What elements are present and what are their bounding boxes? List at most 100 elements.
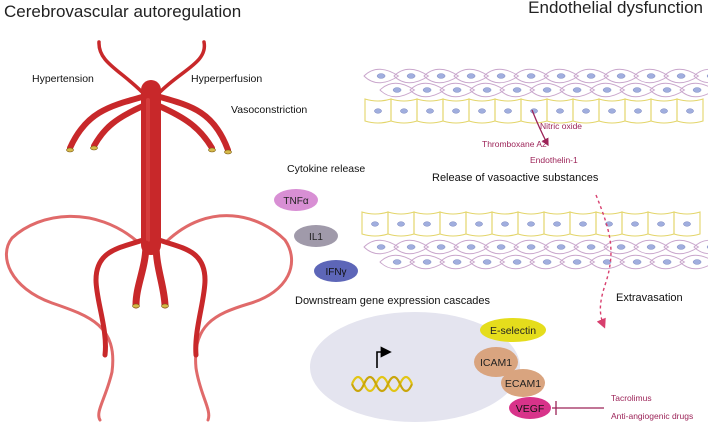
cell-nucleus xyxy=(406,73,416,79)
endothelial-cell xyxy=(439,254,476,270)
cell-nucleus xyxy=(466,244,476,250)
cell-nucleus xyxy=(634,108,642,114)
endothelial-cell xyxy=(649,254,686,270)
cell-nucleus xyxy=(556,108,564,114)
tacrolimus-label: Tacrolimus xyxy=(611,393,652,403)
endothelial-cell xyxy=(603,68,640,84)
cell-nucleus xyxy=(631,221,639,227)
vasoactive-arrow xyxy=(531,109,549,147)
right-upper-branch xyxy=(157,94,231,153)
cell-nucleus xyxy=(392,259,402,265)
endothelial-cell xyxy=(589,254,626,270)
endothelial-cell xyxy=(693,68,708,84)
cell-nucleus xyxy=(374,108,382,114)
anti-angiogenic-label: Anti-angiogenic drugs xyxy=(611,411,693,421)
cell-nucleus xyxy=(406,244,416,250)
endothelial-cell xyxy=(603,239,640,255)
cell-nucleus xyxy=(608,108,616,114)
endothelial-cell xyxy=(619,82,656,98)
gene-cascade-heading: Downstream gene expression cascades xyxy=(295,295,491,307)
vegf-label: VEGF xyxy=(516,403,545,415)
endothelial-cell xyxy=(363,239,400,255)
left-leg-inner xyxy=(132,240,150,309)
endothelial-cell xyxy=(513,239,550,255)
cell-nucleus xyxy=(526,73,536,79)
cell-nucleus xyxy=(662,87,672,93)
endothelin-label: Endothelin-1 xyxy=(530,155,578,165)
cell-nucleus xyxy=(452,259,462,265)
cell-nucleus xyxy=(556,73,566,79)
hypertension-label: Hypertension xyxy=(32,73,94,85)
artery-tree xyxy=(4,40,294,422)
endothelial-cell xyxy=(439,82,476,98)
extravasation-arrow xyxy=(595,194,612,329)
cell-nucleus xyxy=(496,244,506,250)
endothelial-cell xyxy=(423,68,460,84)
endothelial-cell xyxy=(453,68,490,84)
cell-nucleus xyxy=(586,73,596,79)
cell-nucleus xyxy=(530,108,538,114)
right-leg-inner xyxy=(152,240,169,309)
cell-nucleus xyxy=(512,87,522,93)
endothelial-cell xyxy=(573,239,610,255)
cell-nucleus xyxy=(632,87,642,93)
pink-cell-layer-bottom xyxy=(363,239,708,270)
dna-helix xyxy=(350,375,414,393)
endothelial-cell xyxy=(573,68,610,84)
left-upper-branch xyxy=(67,94,145,151)
endothelial-cell xyxy=(676,98,704,124)
endothelial-cell xyxy=(529,254,566,270)
cell-nucleus xyxy=(662,259,672,265)
thromboxane-label: Thromboxane A2 xyxy=(482,139,547,149)
endothelial-cell xyxy=(543,68,580,84)
transcription-start-icon xyxy=(376,346,392,368)
cell-nucleus xyxy=(478,108,486,114)
cell-nucleus xyxy=(616,73,626,79)
cell-nucleus xyxy=(475,221,483,227)
molecule-vegf: VEGF xyxy=(509,397,551,419)
endothelial-cell xyxy=(543,239,580,255)
cytokine-il1: IL1 xyxy=(294,225,338,247)
left-title: Cerebrovascular autoregulation xyxy=(4,2,241,21)
endothelial-cell xyxy=(513,68,550,84)
endothelial-cell xyxy=(673,211,701,237)
pink-cell-layer-top xyxy=(363,68,708,98)
cell-nucleus xyxy=(452,108,460,114)
endothelial-cell xyxy=(649,82,686,98)
left-lower-branch xyxy=(91,103,146,149)
endothelial-cell xyxy=(559,254,596,270)
molecule-eselectin: E-selectin xyxy=(480,318,546,342)
endothelial-cell xyxy=(423,239,460,255)
cell-nucleus xyxy=(426,108,434,114)
endothelial-cell xyxy=(483,239,520,255)
il1-label: IL1 xyxy=(309,232,323,243)
cell-nucleus xyxy=(676,244,686,250)
endothelial-cell xyxy=(663,68,700,84)
right-upper-vessel xyxy=(158,40,207,94)
right-leg-outer xyxy=(156,237,208,358)
cell-nucleus xyxy=(660,108,668,114)
cell-nucleus xyxy=(376,244,386,250)
yellow-cell-layer-bottom xyxy=(361,211,701,237)
cell-nucleus xyxy=(602,259,612,265)
cell-nucleus xyxy=(686,108,694,114)
cell-nucleus xyxy=(646,73,656,79)
ifn-label: IFNγ xyxy=(325,267,346,278)
cell-nucleus xyxy=(512,259,522,265)
endothelial-cell xyxy=(529,82,566,98)
right-lower-branch xyxy=(156,103,215,151)
cell-nucleus xyxy=(436,73,446,79)
yellow-cell-layer-top xyxy=(364,98,704,124)
cell-nucleus xyxy=(676,73,686,79)
vasoconstriction-label: Vasoconstriction xyxy=(231,104,307,116)
left-upper-vessel xyxy=(97,40,144,94)
endothelial-cell xyxy=(619,254,656,270)
cell-nucleus xyxy=(482,87,492,93)
right-title: Endothelial dysfunction xyxy=(528,0,703,17)
inhibition-symbol xyxy=(552,401,604,415)
endothelial-cell xyxy=(559,82,596,98)
cell-nucleus xyxy=(452,87,462,93)
endothelial-cell xyxy=(469,82,506,98)
molecule-ecam1: ECAM1 xyxy=(501,369,545,397)
endothelial-cell xyxy=(393,239,430,255)
